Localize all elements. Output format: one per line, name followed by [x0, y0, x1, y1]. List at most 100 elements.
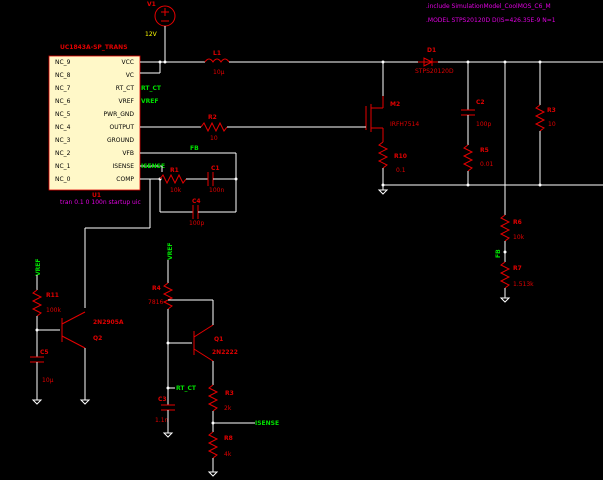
ic-right-pin: VCC — [122, 59, 134, 66]
r4-ref: R4 — [152, 285, 161, 292]
inductor-l1[interactable] — [204, 58, 230, 63]
vref-net-label-left: VREF — [35, 259, 42, 276]
v1-value: 12V — [145, 31, 158, 38]
d1-ref: D1 — [427, 47, 436, 54]
fb-net-label: FB — [495, 249, 502, 258]
r2-ref: R2 — [208, 114, 217, 121]
capacitor-c2[interactable] — [461, 109, 475, 116]
resistor-r8[interactable] — [207, 431, 219, 459]
r3-load-ref: R3 — [547, 107, 556, 114]
ic-right-pin: PWR_GND — [104, 111, 135, 118]
c4-ref: C4 — [192, 198, 201, 205]
ic-right-pin: GROUND — [107, 137, 134, 144]
ic-right-pin: VC — [126, 72, 134, 79]
capacitor-c4[interactable] — [192, 205, 199, 219]
model-directive: .MODEL STPS20120D D(IS=426.35E-9 N=1 — [426, 17, 556, 24]
l1-value: 10µ — [213, 69, 225, 76]
ic-u1-ref: U1 — [92, 192, 101, 199]
ic-left-pin: NC_7 — [55, 85, 71, 92]
vref-net-label-right: VREF — [167, 243, 174, 260]
rtct-net-label-ic: RT_CT — [141, 85, 162, 92]
r11-ref: R11 — [46, 292, 59, 299]
r1-value: 10k — [170, 187, 182, 194]
c4-value: 100p — [189, 220, 204, 227]
ic-left-pin: NC_3 — [55, 137, 71, 144]
resistor-r4[interactable] — [162, 282, 174, 310]
l1-ref: L1 — [213, 50, 221, 57]
resistor-r7[interactable] — [499, 261, 511, 289]
r3-value: 2k — [224, 405, 232, 412]
c3-ref: C3 — [158, 396, 167, 403]
v1-ref: V1 — [147, 1, 156, 8]
r7-value: 1.513k — [513, 281, 534, 288]
transistor-q2[interactable] — [61, 311, 86, 349]
mosfet-m2[interactable] — [365, 96, 384, 142]
ic-right-pin: OUTPUT — [110, 124, 135, 131]
ic-left-pin: NC_8 — [55, 72, 71, 79]
isense-net-label: ISENSE — [141, 163, 165, 170]
m2-ref: M2 — [390, 101, 400, 108]
fb-net-label-comp: FB — [190, 145, 199, 152]
ic-u1-body[interactable] — [48, 55, 141, 191]
resistor-r5[interactable] — [462, 144, 474, 172]
r3-load-value: 10 — [548, 121, 556, 128]
ic-left-pin: NC_0 — [55, 176, 71, 183]
m2-value: IRFH7514 — [390, 121, 419, 128]
resistor-r1[interactable] — [159, 173, 187, 185]
q1-value: 2N2222 — [212, 349, 238, 356]
r10-ref: R10 — [394, 153, 407, 160]
resistor-r3-load[interactable] — [534, 104, 546, 132]
c1-value: 100n — [209, 187, 224, 194]
ic-left-pin: NC_5 — [55, 111, 71, 118]
ic-right-pin: VFB — [122, 150, 134, 157]
r5-value: 0.01 — [480, 161, 494, 168]
c2-value: 100p — [476, 121, 491, 128]
capacitor-c3[interactable] — [161, 404, 175, 411]
ic-left-pin: NC_6 — [55, 98, 71, 105]
q2-value: 2N2905A — [93, 319, 124, 326]
ic-right-pin: COMP — [116, 176, 134, 183]
r6-value: 10k — [513, 234, 525, 241]
r8-value: 4k — [224, 451, 232, 458]
ic-left-pin: NC_4 — [55, 124, 71, 131]
ic-u1-title: UC1843A-SP_TRANS — [60, 44, 128, 51]
ic-right-pin: VREF — [118, 98, 134, 105]
resistor-r3[interactable] — [207, 384, 219, 412]
r2-value: 10 — [210, 135, 218, 142]
q2-ref: Q2 — [93, 335, 102, 342]
transistor-q1[interactable] — [193, 324, 214, 362]
r10-value: 0.1 — [396, 167, 406, 174]
r3-ref: R3 — [225, 390, 234, 397]
ic-left-pin: NC_2 — [55, 150, 71, 157]
resistor-r10[interactable] — [377, 141, 389, 169]
r1-ref: R1 — [170, 167, 179, 174]
ic-left-pin: NC_1 — [55, 163, 71, 170]
c1-ref: C1 — [211, 165, 220, 172]
ic-left-pin: NC_9 — [55, 59, 71, 66]
r5-ref: R5 — [480, 147, 489, 154]
ic-right-pin: RT_CT — [116, 85, 135, 92]
resistor-r2[interactable] — [200, 121, 228, 133]
r7-ref: R7 — [513, 265, 522, 272]
rtct-net-label: RT_CT — [176, 385, 197, 392]
c5-ref: C5 — [40, 349, 49, 356]
spice-command: tran 0.1 0 100n startup uic — [60, 199, 141, 206]
isense-net-label-q1: ISENSE — [255, 420, 279, 427]
ic-right-pin: ISENSE — [113, 163, 135, 170]
c2-ref: C2 — [476, 99, 485, 106]
r11-value: 100k — [46, 307, 61, 314]
r4-value: 7816 — [148, 299, 163, 306]
r8-ref: R8 — [224, 435, 233, 442]
vref-net-label-ic: VREF — [141, 98, 158, 105]
capacitor-c5[interactable] — [30, 356, 44, 363]
c5-value: 10µ — [42, 377, 54, 384]
r6-ref: R6 — [513, 219, 522, 226]
resistor-r6[interactable] — [499, 214, 511, 242]
q1-ref: Q1 — [214, 336, 223, 343]
c3-value: 1.1n — [155, 417, 169, 424]
capacitor-c1[interactable] — [207, 172, 214, 186]
include-directive: .include SimulationModel_CoolMOS_C6_M — [426, 3, 551, 10]
d1-value: STPS20120D — [415, 68, 454, 75]
resistor-r11[interactable] — [31, 289, 43, 317]
